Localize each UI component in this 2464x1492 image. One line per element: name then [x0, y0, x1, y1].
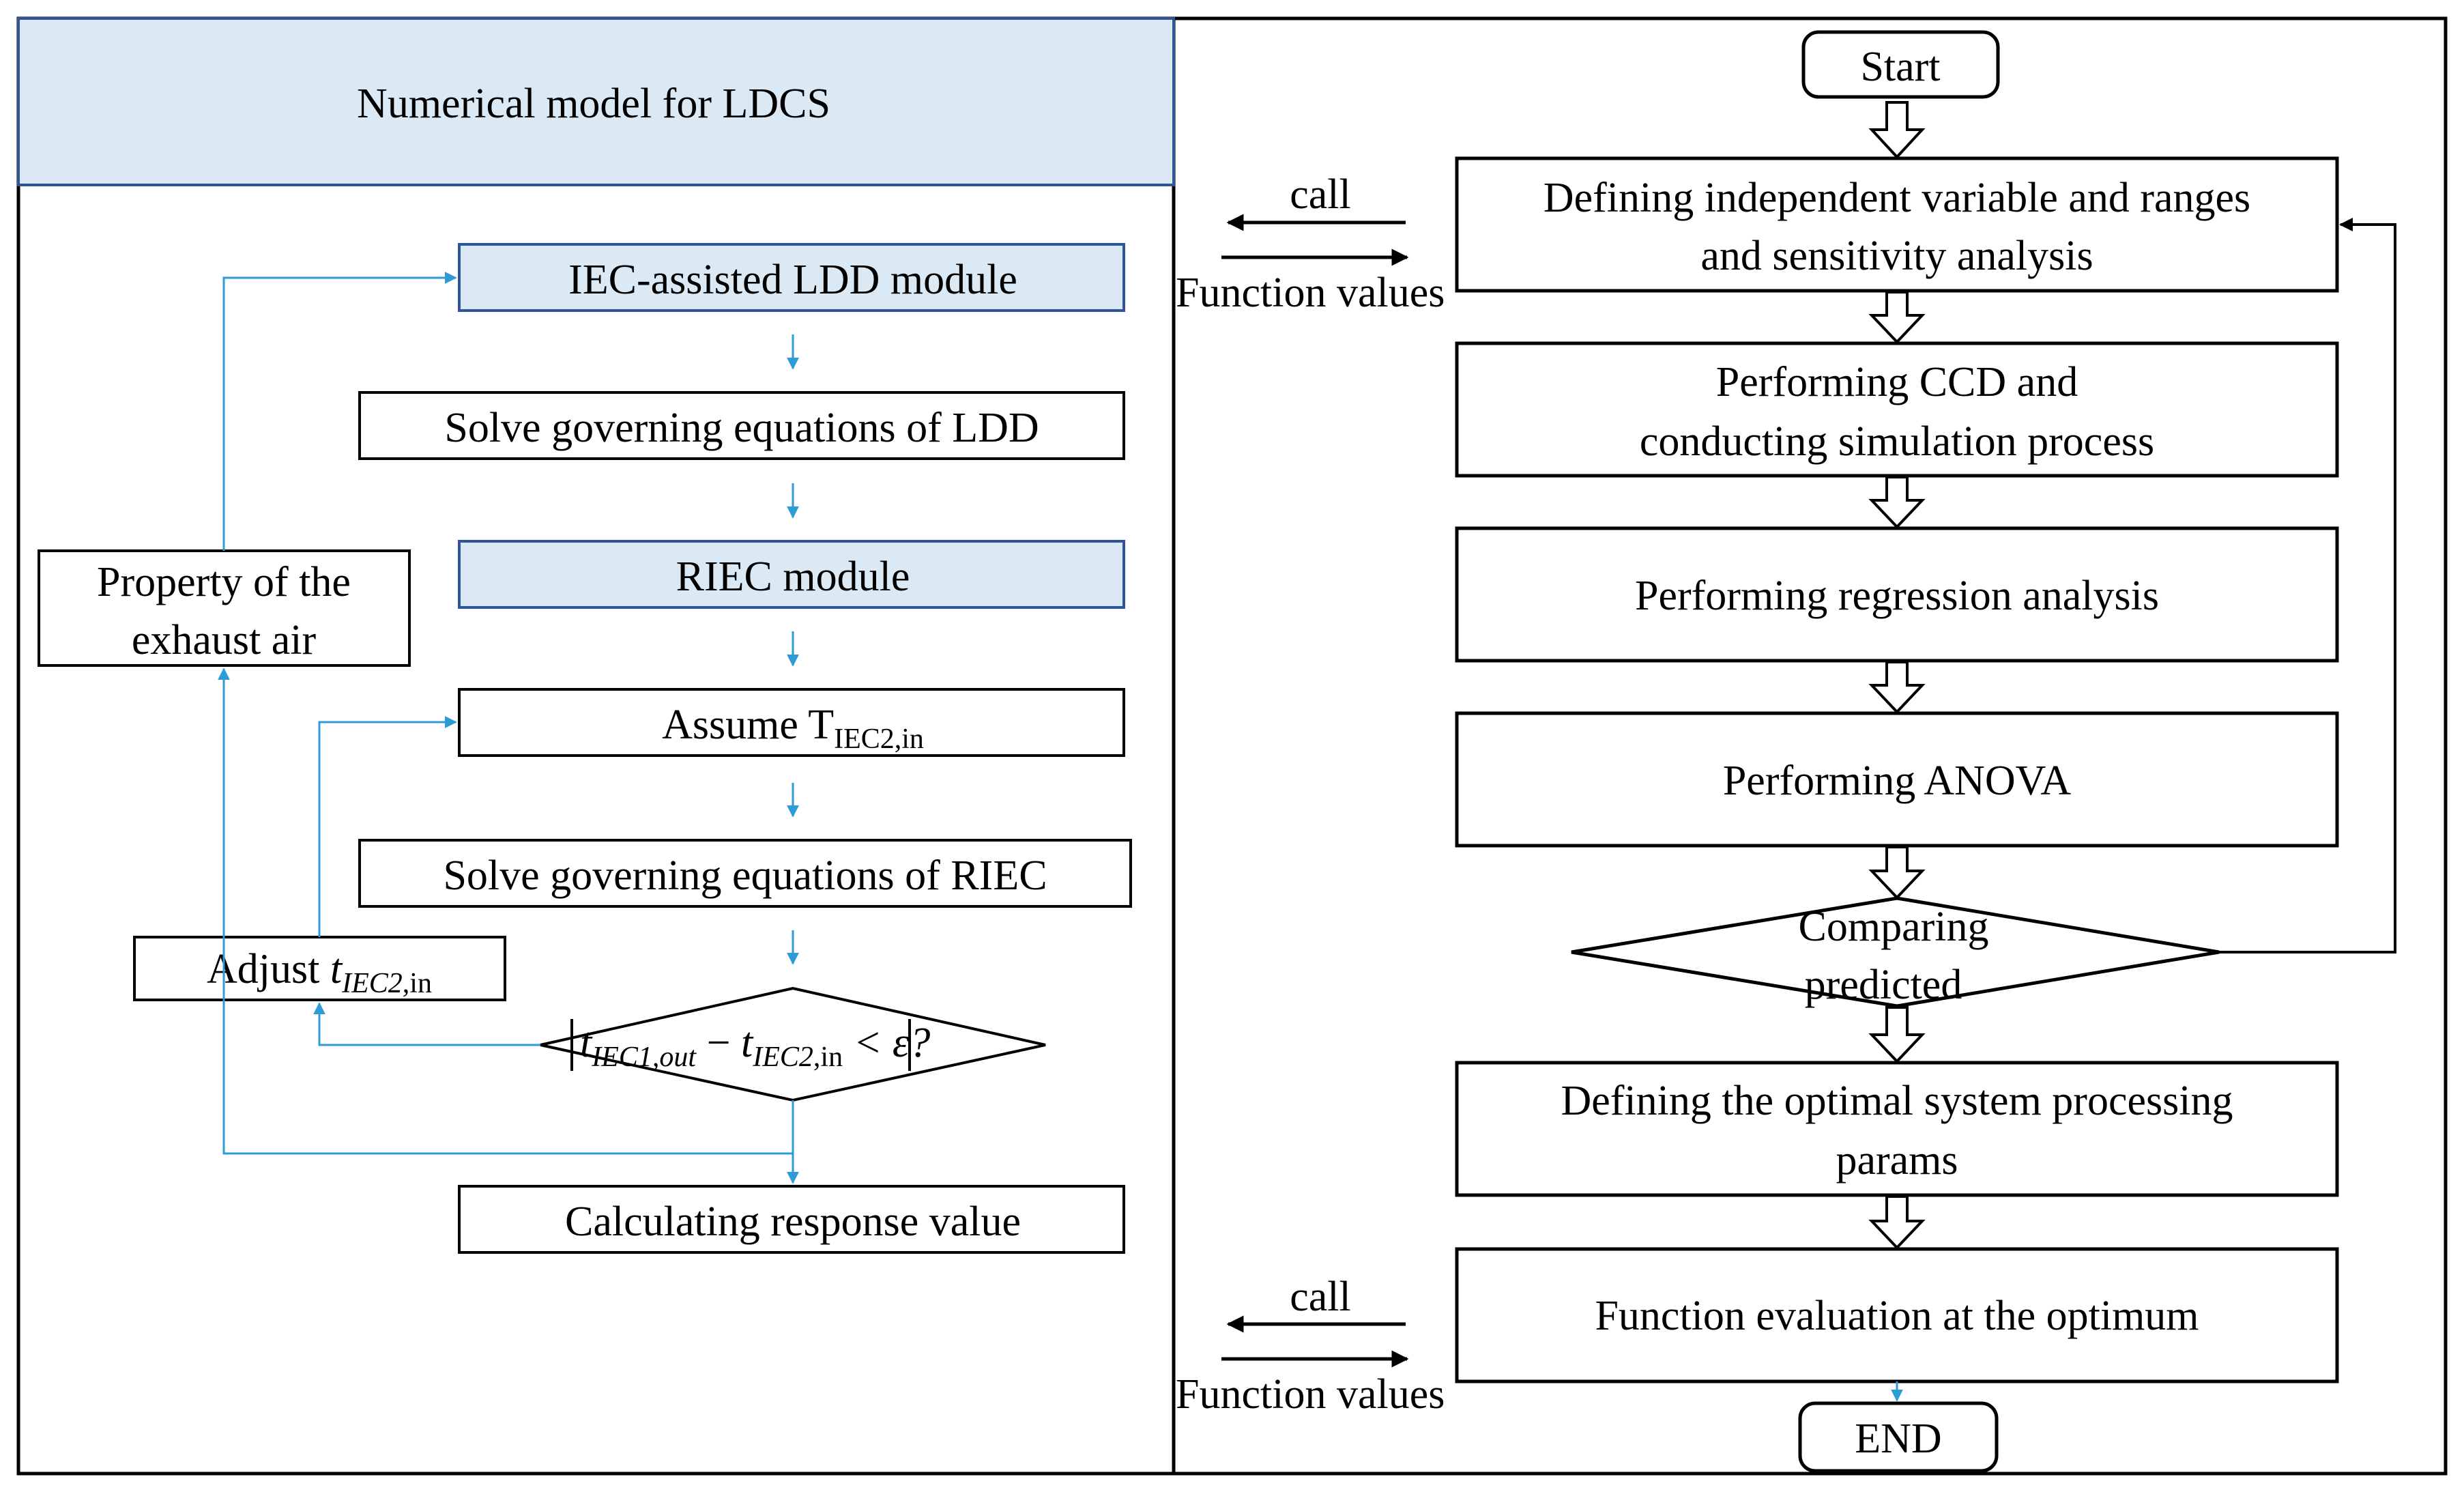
block-arrow-6	[1868, 1006, 1926, 1063]
end-label: END	[1855, 1416, 1941, 1462]
define-vars-line2: and sensitivity analysis	[1700, 233, 2093, 279]
solve-ldd-node: Solve governing equations of LDD	[358, 391, 1125, 460]
define-vars-node: Defining independent variable and ranges…	[1455, 156, 2339, 293]
property-label-line1: Property of the	[97, 559, 351, 605]
condition-diamond: tIEC1,out − tIEC2,in < ε?	[540, 986, 1046, 1102]
io-bottom-call: call	[1290, 1274, 1351, 1320]
riec-module-label: RIEC module	[676, 554, 910, 600]
assume-t-node: Assume TIEC2,in	[458, 688, 1125, 757]
left-header-title: Numerical model for LDCS	[357, 81, 830, 127]
start-terminal: Start	[1801, 30, 2000, 99]
regression-node: Performing regression analysis	[1455, 526, 2339, 663]
assume-t-label: Assume TIEC2,in	[662, 702, 924, 755]
io-bottom: call Function values	[1176, 1274, 1445, 1418]
calc-response-label: Calculating response value	[565, 1199, 1021, 1245]
evaluation-label: Function evaluation at the optimum	[1595, 1293, 2199, 1339]
solve-ldd-label: Solve governing equations of LDD	[444, 405, 1039, 451]
anova-node: Performing ANOVA	[1455, 711, 2339, 848]
block-arrow-2	[1868, 291, 1926, 344]
ccd-line2: conducting simulation process	[1640, 418, 2154, 465]
define-vars-line1: Defining independent variable and ranges	[1543, 175, 2250, 221]
adjust-label: Adjust tIEC2,in	[207, 946, 432, 999]
solve-riec-node: Solve governing equations of RIEC	[358, 839, 1132, 908]
end-terminal: END	[1798, 1401, 1999, 1473]
arrow-loop-to-property	[218, 668, 793, 1155]
left-connectors	[218, 272, 799, 1184]
iec-ldd-module-label: IEC-assisted LDD module	[568, 257, 1017, 303]
left-header-box	[17, 17, 1175, 186]
property-node: Property of the exhaust air	[38, 549, 411, 667]
optimal-line1: Defining the optimal system processing	[1561, 1078, 2233, 1124]
iec-ldd-module-node: IEC-assisted LDD module	[458, 243, 1125, 312]
calc-response-node: Calculating response value	[458, 1185, 1125, 1254]
optimal-node: Defining the optimal system processing p…	[1455, 1061, 2339, 1197]
optimal-line2: params	[1836, 1137, 1958, 1183]
regression-label: Performing regression analysis	[1635, 573, 2159, 619]
start-label: Start	[1860, 44, 1940, 90]
ccd-line1: Performing CCD and	[1716, 359, 2078, 405]
right-panel-frame	[1172, 16, 2448, 1476]
compare-diamond: Comparing predicted	[1571, 896, 2220, 1008]
property-label-line2: exhaust air	[132, 617, 317, 663]
feedback-loop-arrow	[2219, 218, 2396, 953]
compare-line2: predicted	[1805, 962, 1962, 1008]
evaluation-node: Function evaluation at the optimum	[1455, 1247, 2339, 1383]
io-bottom-values: Function values	[1176, 1371, 1445, 1418]
io-top-values: Function values	[1176, 270, 1445, 316]
riec-module-node: RIEC module	[458, 540, 1125, 609]
arrow-adjust-to-assume	[318, 716, 457, 937]
condition-label: tIEC1,out − tIEC2,in < ε?	[580, 1020, 930, 1073]
ccd-node: Performing CCD and conducting simulation…	[1455, 341, 2339, 478]
io-top-call: call	[1290, 171, 1351, 218]
arrow-condition-to-adjust	[313, 1002, 540, 1046]
block-arrow-1	[1868, 101, 1926, 159]
block-arrow-5	[1868, 846, 1926, 900]
solve-riec-label: Solve governing equations of RIEC	[443, 852, 1047, 899]
block-arrow-7	[1868, 1195, 1926, 1250]
compare-line1: Comparing	[1799, 904, 1989, 950]
anova-label: Performing ANOVA	[1723, 758, 2072, 804]
io-top: call Function values	[1176, 171, 1445, 316]
block-arrow-3	[1868, 476, 1926, 529]
block-arrow-4	[1868, 661, 1926, 714]
flow-block-arrows	[1868, 101, 1926, 1250]
arrow-property-to-iec	[222, 272, 457, 551]
adjust-node: Adjust tIEC2,in	[133, 936, 506, 1001]
